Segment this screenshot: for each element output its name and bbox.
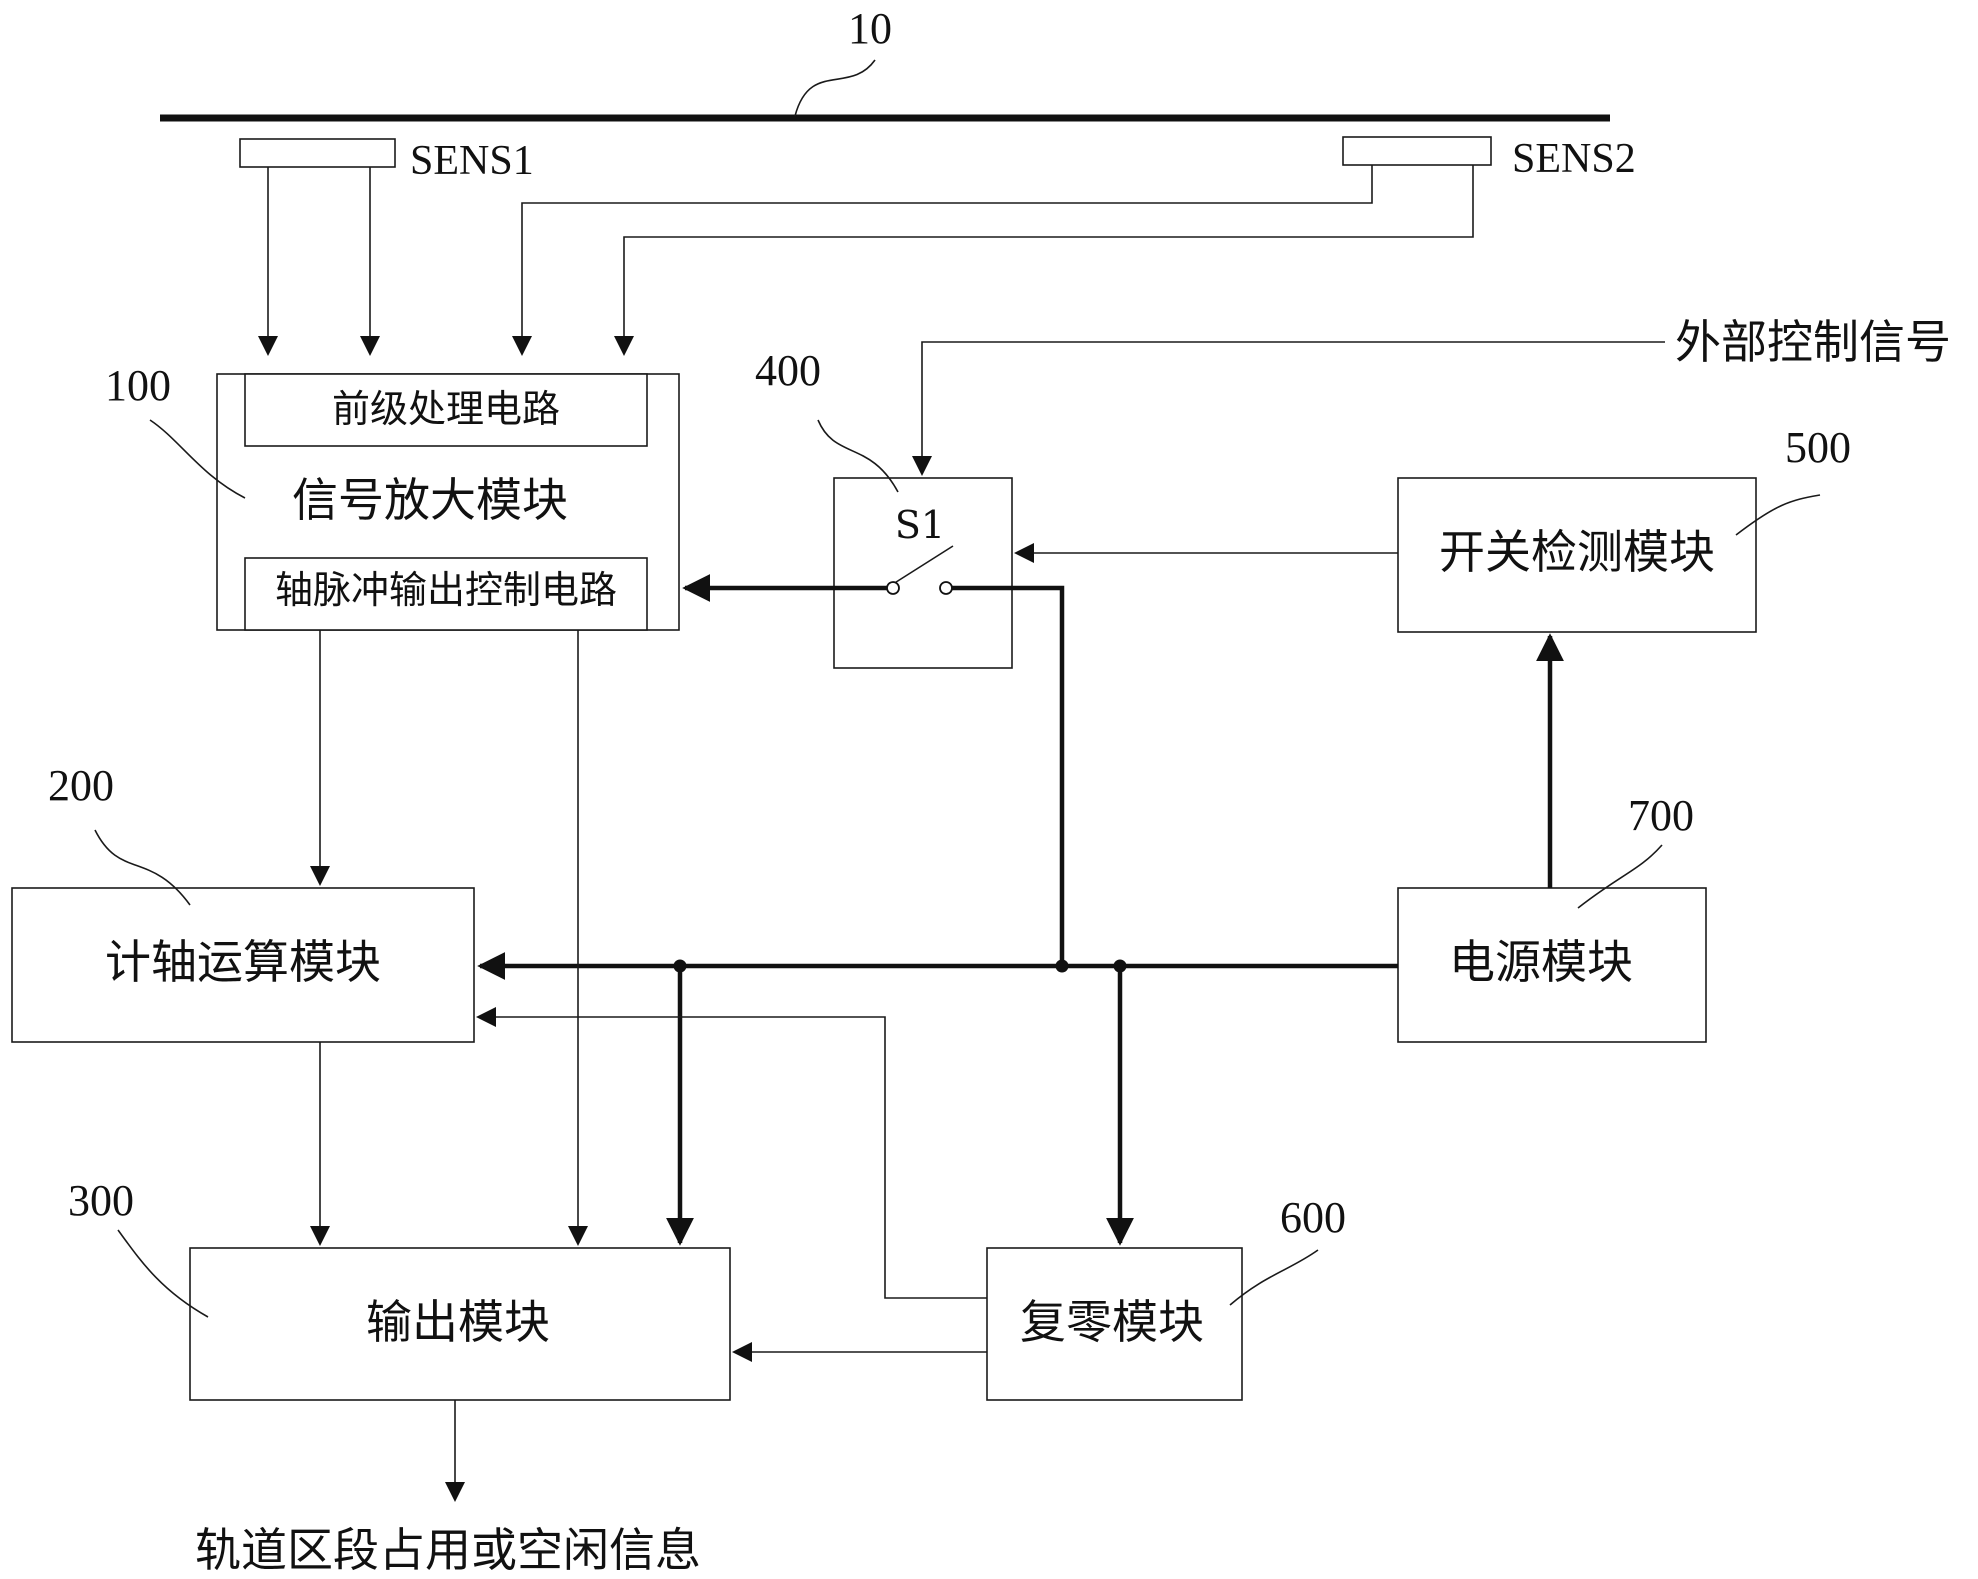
wire-sens2-a [512, 165, 1373, 356]
sensor-sens2 [1342, 136, 1492, 166]
module-100-pre-circuit-label: 前级处理电路 [332, 387, 560, 431]
module-100-post-circuit-label: 轴脉冲输出控制电路 [275, 568, 617, 612]
switch-s1-right-contact [939, 581, 953, 595]
module-500-box [1397, 477, 1757, 633]
module-100-label: 信号放大模块 [292, 473, 568, 527]
wire-external-control [912, 341, 1665, 476]
module-700-ref-label: 700 [1628, 791, 1694, 840]
sensor-sens2-label: SENS2 [1512, 136, 1636, 182]
wire-switch-to-bus [952, 585, 1065, 966]
module-300-box [189, 1247, 731, 1401]
module-600-ref-leader [1229, 1249, 1319, 1306]
module-600-ref-label: 600 [1280, 1193, 1346, 1242]
switch-s1-label: S1 [895, 503, 945, 547]
bus-junction-2 [1055, 959, 1069, 973]
rail-ref-leader [794, 59, 876, 117]
module-200-ref-label: 200 [48, 761, 114, 810]
module-600-box [986, 1247, 1243, 1401]
module-400-ref-leader [817, 419, 899, 493]
module-700-ref-leader [1577, 844, 1663, 909]
module-200-label: 计轴运算模块 [105, 935, 381, 989]
module-100-pre-circuit-box [244, 373, 648, 447]
module-200-ref-leader [94, 829, 191, 906]
module-500-label: 开关检测模块 [1439, 525, 1715, 579]
sensor-sens1-label: SENS1 [410, 138, 534, 184]
wire-600-to-200 [476, 1007, 987, 1299]
module-500-ref-leader [1735, 494, 1821, 536]
switch-s1-left-contact [886, 581, 900, 595]
wire-sens2-b [614, 165, 1474, 356]
module-400-box [833, 477, 1013, 669]
module-400-ref-label: 400 [755, 346, 821, 395]
rail-ref-label: 10 [848, 4, 892, 53]
external-control-signal-label: 外部控制信号 [1675, 315, 1951, 369]
module-100-post-circuit-box [244, 557, 648, 631]
switch-s1-blade [892, 545, 954, 585]
module-500-ref-label: 500 [1785, 423, 1851, 472]
module-300-ref-label: 300 [68, 1176, 134, 1225]
output-info-label: 轨道区段占用或空闲信息 [195, 1523, 701, 1577]
module-600-label: 复零模块 [1020, 1295, 1204, 1349]
module-300-ref-leader [117, 1229, 209, 1318]
sensor-sens1 [239, 138, 396, 168]
module-700-box [1397, 887, 1707, 1043]
module-700-label: 电源模块 [1449, 935, 1633, 989]
module-100-ref-leader [149, 419, 246, 499]
module-100-ref-label: 100 [105, 361, 171, 410]
module-200-box [11, 887, 475, 1043]
module-300-label: 输出模块 [366, 1295, 550, 1349]
